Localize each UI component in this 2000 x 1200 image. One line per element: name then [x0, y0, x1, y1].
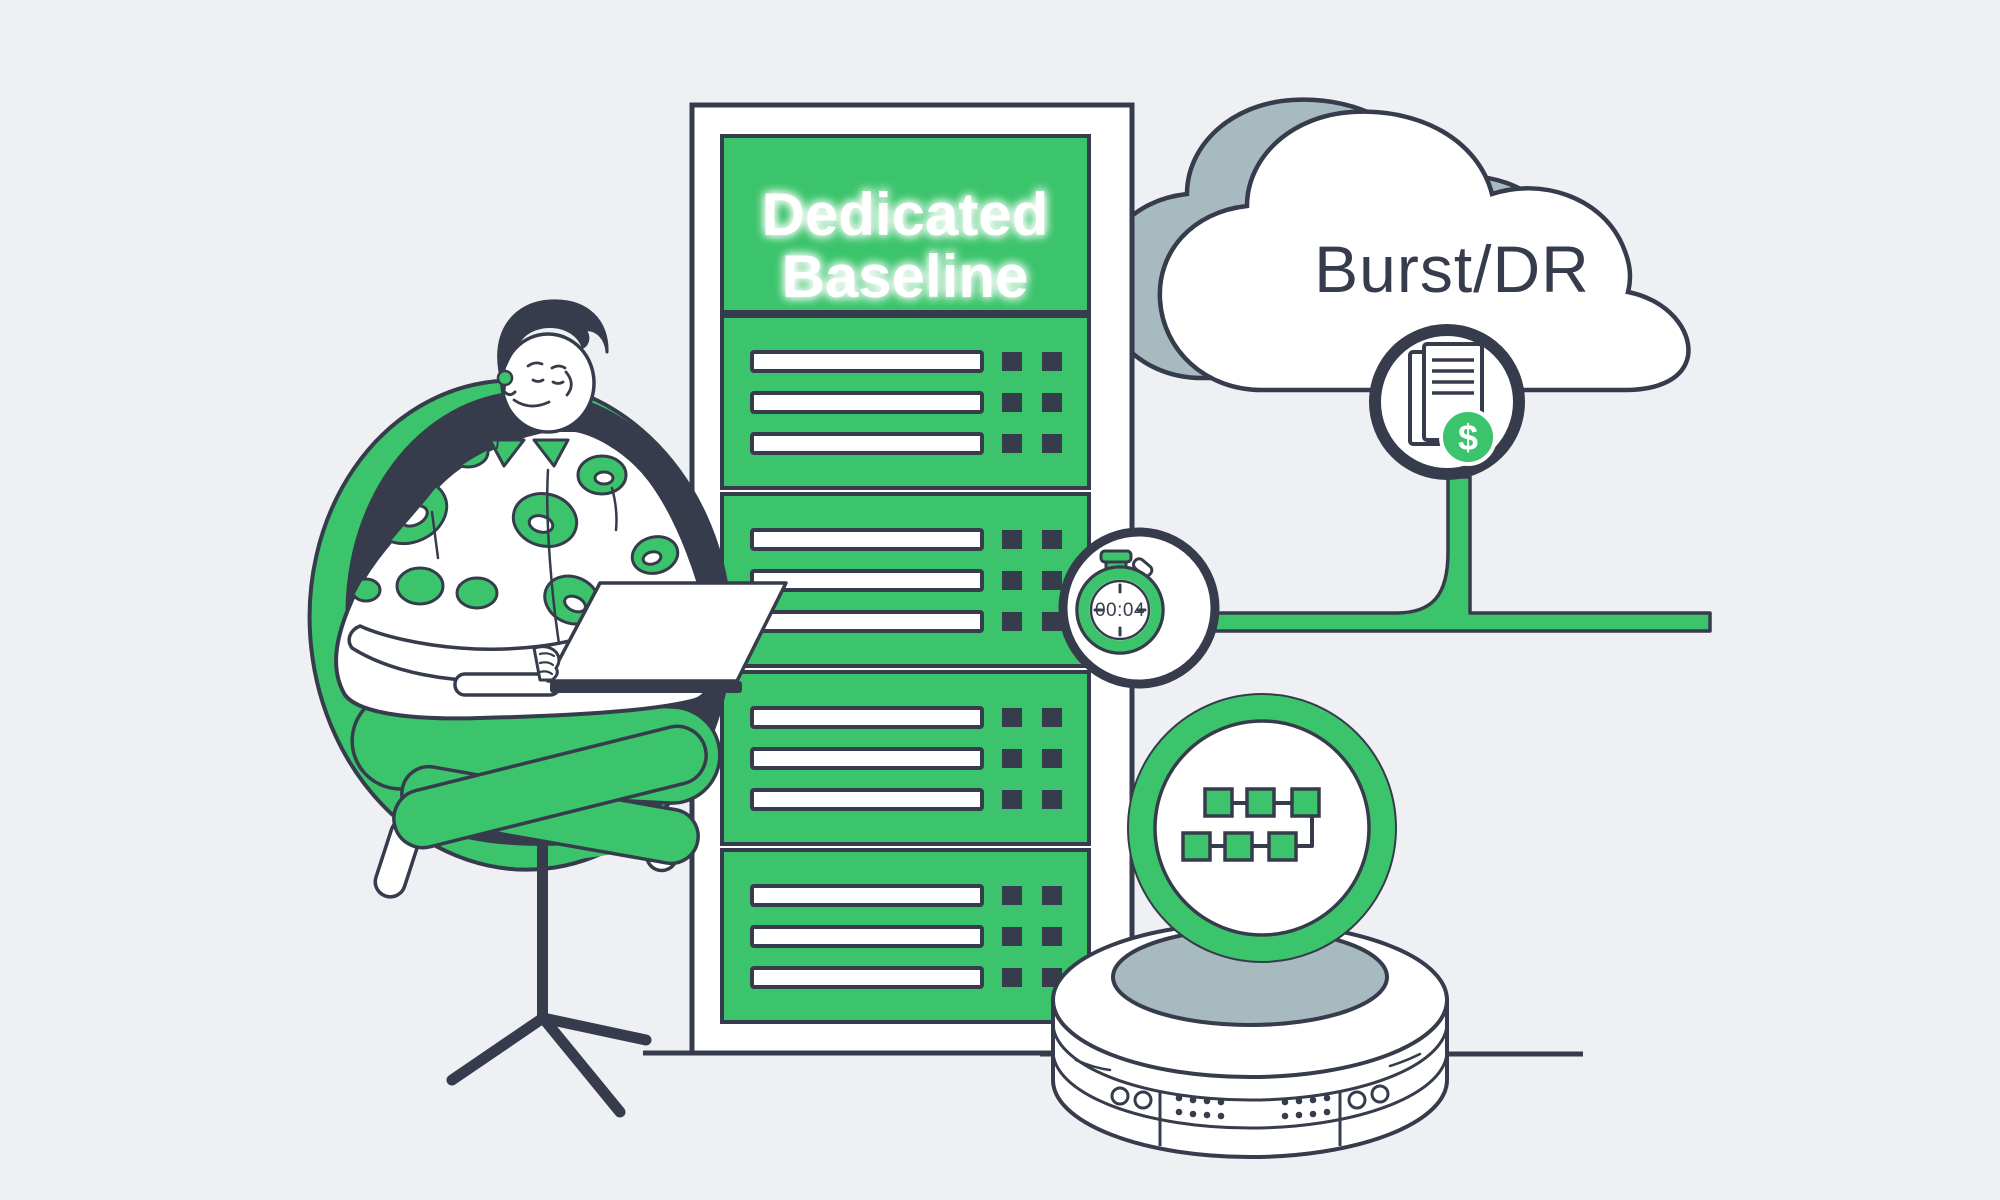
crossed-legs — [350, 691, 722, 866]
cloud-label: Burst/DR — [1314, 232, 1590, 306]
workflow-connectors — [1208, 801, 1314, 848]
face-features — [512, 361, 573, 408]
person-on-chair — [307, 299, 788, 1118]
workflow-nodes — [1181, 787, 1321, 862]
server-rack: Dedicated Baseline — [689, 102, 1135, 1056]
earbud-icon — [496, 369, 514, 387]
stopwatch-time: 00:04 — [1095, 600, 1145, 621]
head — [496, 299, 609, 449]
sleeve-creases — [430, 486, 618, 560]
laptop — [453, 581, 788, 697]
shirt-placket — [546, 468, 562, 652]
storage-disk — [1051, 921, 1449, 1159]
hair — [497, 299, 609, 374]
rack-section-3 — [720, 670, 1091, 846]
earbud-wire — [496, 385, 506, 449]
chair-tripod-legs — [446, 1012, 652, 1118]
collar — [488, 438, 570, 468]
rack-section-2 — [720, 492, 1091, 668]
rack-title-line2: Baseline — [782, 243, 1029, 310]
rack-section-4 — [720, 848, 1091, 1024]
laptop-screen — [546, 581, 788, 683]
fingers — [538, 652, 556, 676]
laptop-base — [550, 681, 742, 693]
disk-ports — [1110, 1084, 1390, 1110]
face — [500, 332, 596, 434]
rack-title-panel — [720, 134, 1091, 314]
rack-title: Dedicated Baseline — [762, 181, 1049, 310]
document-text-lines — [1432, 358, 1474, 395]
document-cost-icon: $ — [1369, 324, 1525, 480]
stopwatch-ticks — [1093, 583, 1147, 637]
burst-cloud: Burst/DR — [1100, 100, 1689, 390]
stopwatch-crown-cap — [1099, 549, 1133, 564]
rack-section-1 — [720, 314, 1091, 490]
stopwatch-icon: 00:04 — [1058, 527, 1220, 689]
disk-vent-dots — [1175, 1094, 1331, 1120]
workflow-diagram-icon — [1127, 693, 1397, 963]
chair-pole — [537, 842, 548, 1024]
dollar-symbol: $ — [1458, 417, 1478, 458]
dollar-icon — [1439, 408, 1497, 466]
rack-title-line1: Dedicated — [762, 181, 1049, 248]
